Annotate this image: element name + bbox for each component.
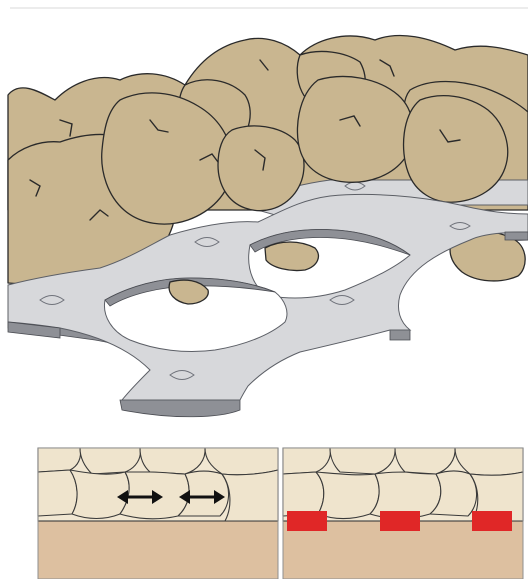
rock: [218, 126, 304, 211]
stones-left: [38, 448, 278, 521]
confinement-block: [287, 511, 327, 531]
subgrade: [38, 521, 278, 579]
main-illustration: [8, 35, 528, 416]
panel-left: [38, 448, 278, 579]
rock: [297, 76, 413, 182]
confinement-block: [472, 511, 512, 531]
panel-right: [283, 448, 523, 579]
stones-right: [283, 448, 523, 521]
confinement-block: [380, 511, 420, 531]
